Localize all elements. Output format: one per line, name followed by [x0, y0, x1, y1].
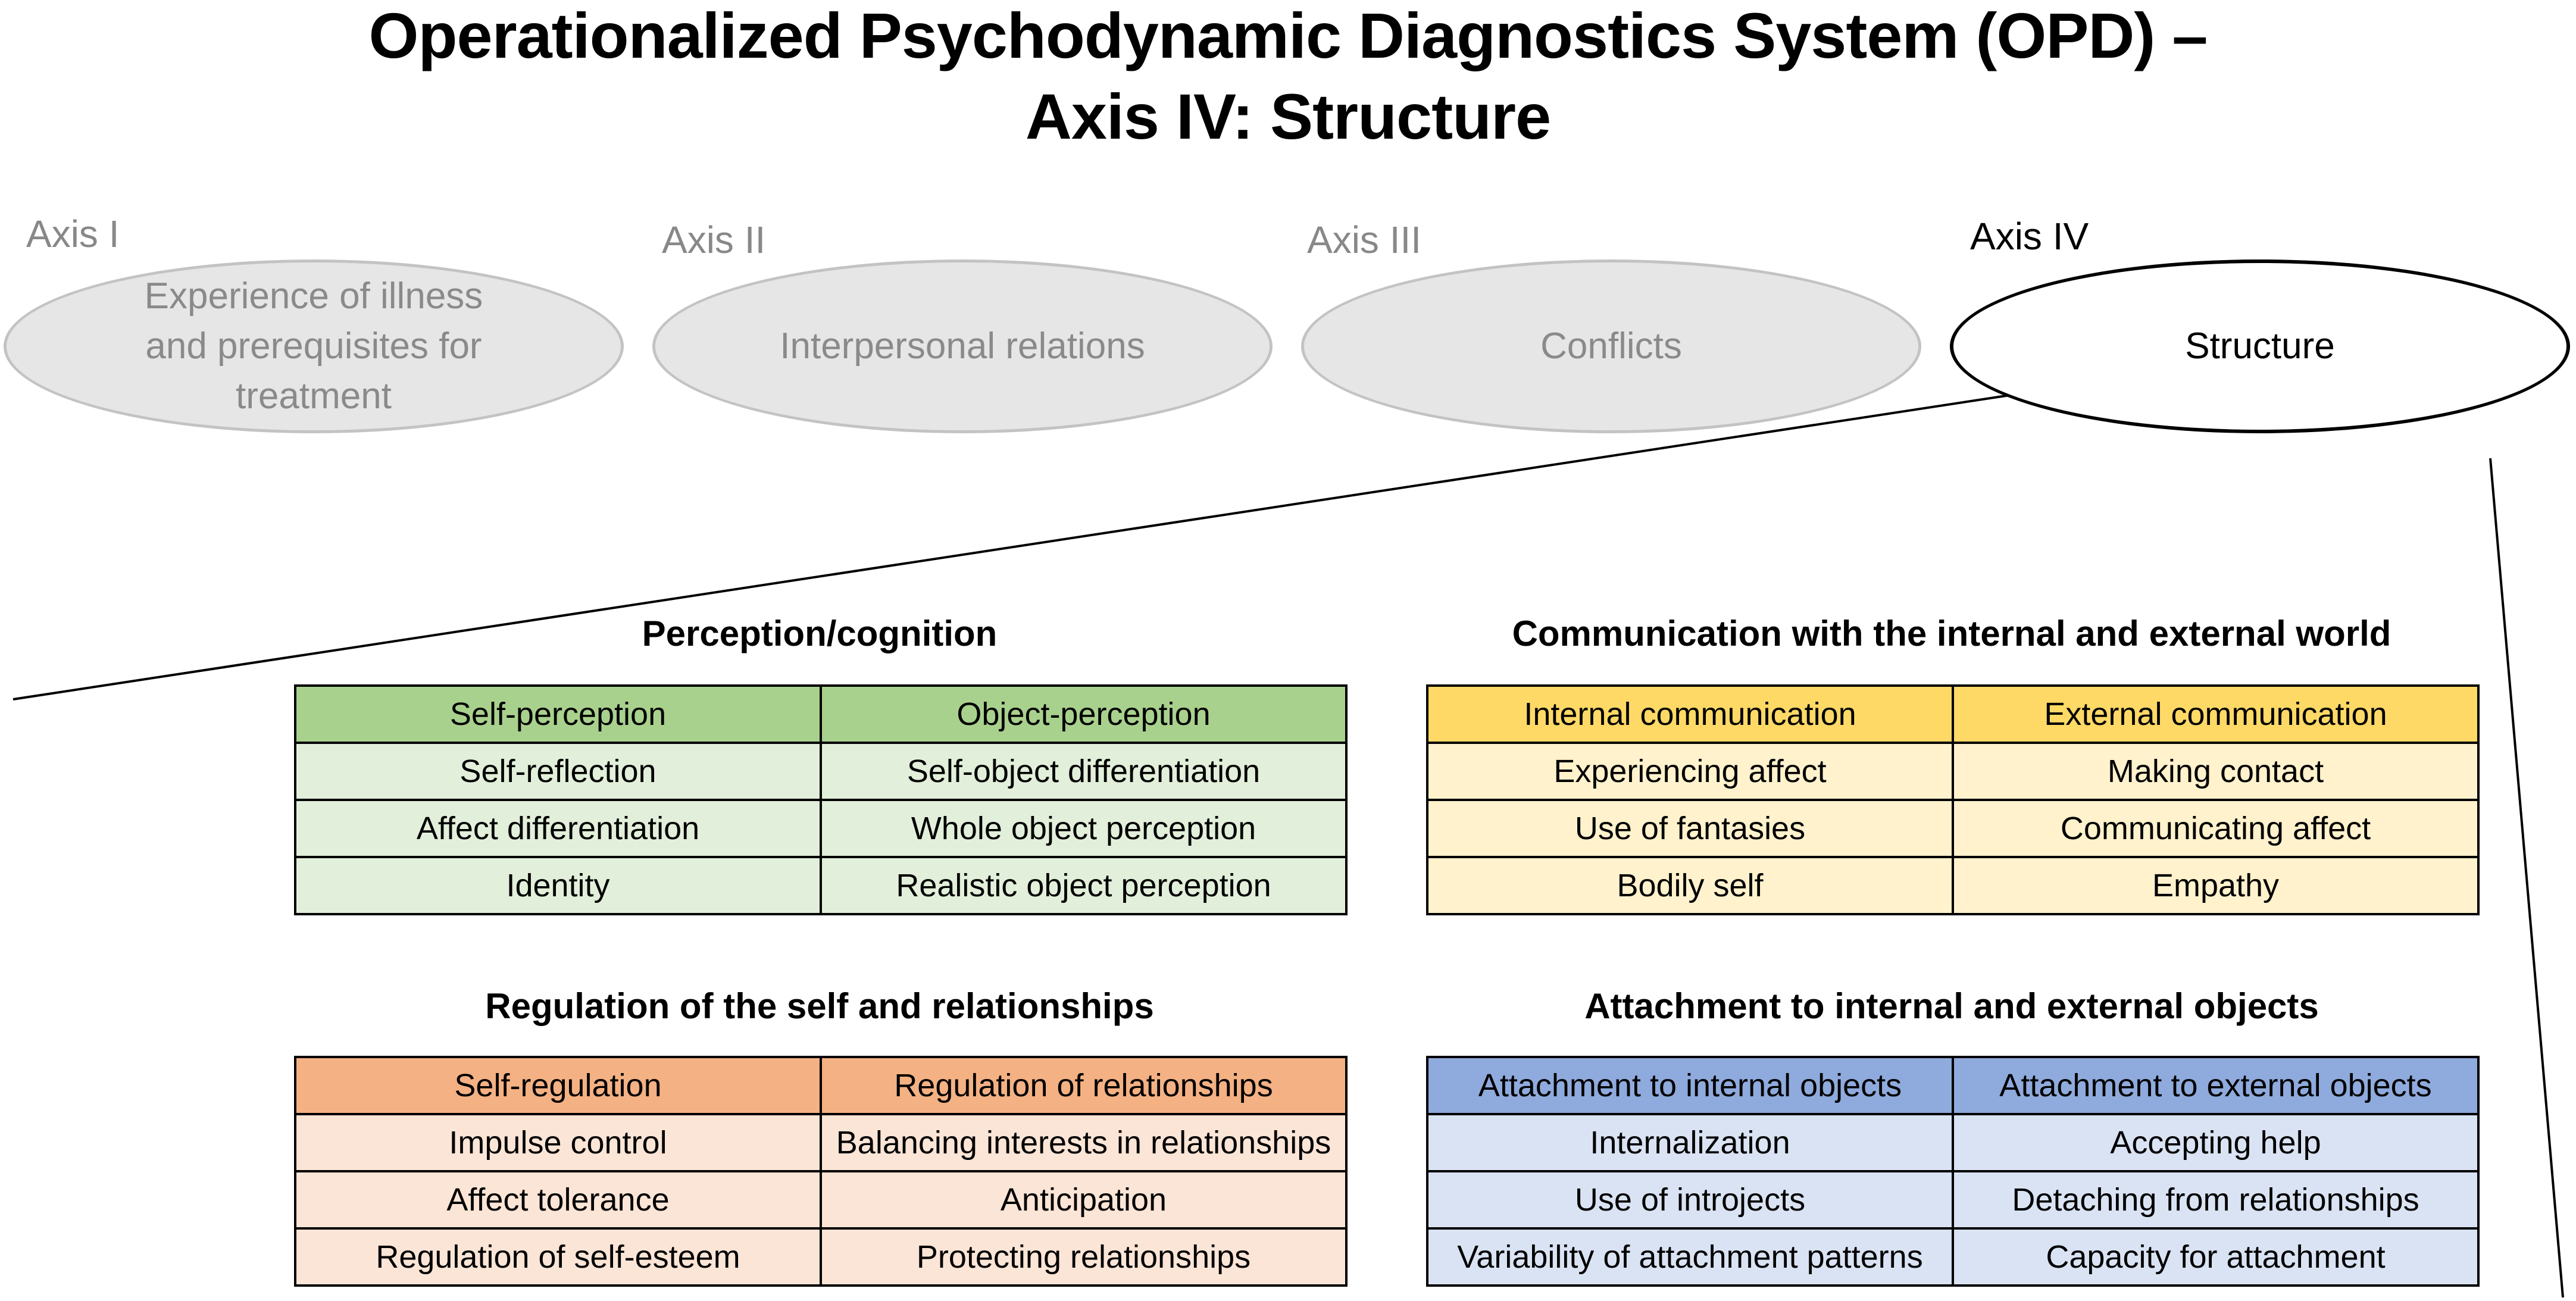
table-header-cell: Self-regulation	[294, 1056, 822, 1115]
table-row: Identity Realistic object perception	[294, 856, 1348, 915]
table-cell: Making contact	[1952, 742, 2480, 801]
table-cell: Self-object differentiation	[820, 742, 1348, 801]
table-cell: Variability of attachment patterns	[1426, 1227, 1954, 1287]
table-cell: Affect differentiation	[294, 799, 822, 858]
table-header-row: Attachment to internal objects Attachmen…	[1426, 1056, 2480, 1115]
axis-label-1: Axis I	[26, 212, 120, 255]
attachment-table: Attachment to internal objects Attachmen…	[1426, 1056, 2480, 1287]
axis-label-3: Axis III	[1307, 218, 1422, 261]
axis-label-2: Axis II	[662, 218, 766, 261]
table-row: Regulation of self-esteem Protecting rel…	[294, 1227, 1348, 1287]
table-header-cell: Internal communication	[1426, 684, 1954, 744]
table-cell: Accepting help	[1952, 1113, 2480, 1172]
diagram-title-line-1: Operationalized Psychodynamic Diagnostic…	[368, 0, 2208, 71]
table-cell: Self-reflection	[294, 742, 822, 801]
table-row: Affect differentiation Whole object perc…	[294, 799, 1348, 858]
table-cell: Impulse control	[294, 1113, 822, 1172]
table-cell: Bodily self	[1426, 856, 1954, 915]
table-cell: Use of introjects	[1426, 1170, 1954, 1230]
connector-line-right	[2489, 458, 2564, 1298]
table-cell: Anticipation	[820, 1170, 1348, 1230]
table-cell: Capacity for attachment	[1952, 1227, 2480, 1287]
axis-label-4: Axis IV	[1970, 215, 2089, 258]
regulation-table: Self-regulation Regulation of relationsh…	[294, 1056, 1348, 1287]
table-header-row: Internal communication External communic…	[1426, 684, 2480, 744]
table-header-row: Self-regulation Regulation of relationsh…	[294, 1056, 1348, 1115]
table-cell: Realistic object perception	[820, 856, 1348, 915]
perception-table: Self-perception Object-perception Self-r…	[294, 684, 1348, 915]
table-row: Bodily self Empathy	[1426, 856, 2480, 915]
table-header-cell: Regulation of relationships	[820, 1056, 1348, 1115]
table-cell: Internalization	[1426, 1113, 1954, 1172]
table-cell: Balancing interests in relationships	[820, 1113, 1348, 1172]
group-title-regulation: Regulation of the self and relationships	[485, 986, 1154, 1026]
axis-2-name: Interpersonal relations	[780, 326, 1145, 367]
table-row: Self-reflection Self-object differentiat…	[294, 742, 1348, 801]
table-header-cell: Attachment to internal objects	[1426, 1056, 1954, 1115]
table-row: Affect tolerance Anticipation	[294, 1170, 1348, 1230]
table-cell: Affect tolerance	[294, 1170, 822, 1230]
table-cell: Empathy	[1952, 856, 2480, 915]
connector-line-left	[12, 393, 2018, 700]
table-cell: Communicating affect	[1952, 799, 2480, 858]
table-header-cell: Attachment to external objects	[1952, 1056, 2480, 1115]
table-row: Internalization Accepting help	[1426, 1113, 2480, 1172]
table-cell: Detaching from relationships	[1952, 1170, 2480, 1230]
axis-2-ellipse: Interpersonal relations	[652, 259, 1273, 433]
table-row: Use of introjects Detaching from relatio…	[1426, 1170, 2480, 1230]
table-row: Variability of attachment patterns Capac…	[1426, 1227, 2480, 1287]
table-header-cell: External communication	[1952, 684, 2480, 744]
axis-4-name: Structure	[2185, 326, 2335, 367]
table-cell: Use of fantasies	[1426, 799, 1954, 858]
table-cell: Regulation of self-esteem	[294, 1227, 822, 1287]
table-row: Experiencing affect Making contact	[1426, 742, 2480, 801]
table-row: Impulse control Balancing interests in r…	[294, 1113, 1348, 1172]
axis-1-name-line: and prerequisites for	[145, 326, 482, 367]
group-title-attachment: Attachment to internal and external obje…	[1584, 986, 2319, 1026]
axis-1-ellipse: Experience of illness and prerequisites …	[4, 259, 624, 433]
communication-table: Internal communication External communic…	[1426, 684, 2480, 915]
axis-3-ellipse: Conflicts	[1301, 259, 1921, 433]
axis-4-ellipse: Structure	[1950, 259, 2570, 433]
axis-1-name-line: treatment	[236, 376, 392, 417]
group-title-perception: Perception/cognition	[642, 614, 998, 653]
table-header-cell: Self-perception	[294, 684, 822, 744]
table-header-cell: Object-perception	[820, 684, 1348, 744]
diagram-title-line-2: Axis IV: Structure	[1025, 80, 1551, 152]
axis-3-name: Conflicts	[1540, 326, 1682, 367]
table-cell: Experiencing affect	[1426, 742, 1954, 801]
table-row: Use of fantasies Communicating affect	[1426, 799, 2480, 858]
table-cell: Identity	[294, 856, 822, 915]
table-header-row: Self-perception Object-perception	[294, 684, 1348, 744]
group-title-communication: Communication with the internal and exte…	[1512, 614, 2391, 653]
table-cell: Whole object perception	[820, 799, 1348, 858]
axis-1-name-line: Experience of illness	[144, 276, 483, 317]
table-cell: Protecting relationships	[820, 1227, 1348, 1287]
